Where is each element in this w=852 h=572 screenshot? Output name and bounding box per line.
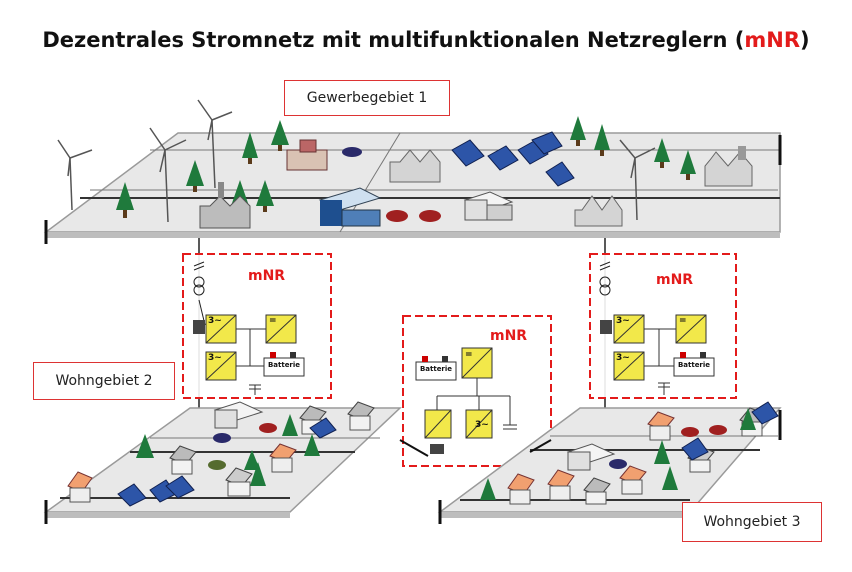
battery-label-right: Batterie: [677, 361, 711, 369]
page-title: Dezentrales Stromnetz mit multifunktiona…: [0, 28, 852, 52]
controller-right: [589, 253, 737, 399]
converter-ac-label: 3~: [616, 353, 630, 363]
wind-turbine-icon: [57, 139, 93, 211]
wind-turbine-icon: [197, 99, 233, 189]
label-residential-area-2: Wohngebiet 2: [33, 362, 175, 400]
cars-area-3: [609, 425, 727, 469]
title-accent: mNR: [744, 28, 801, 52]
mnr-label-center: mNR: [490, 328, 528, 344]
battery-label-center: Batterie: [419, 365, 453, 373]
label-commercial-area: Gewerbegebiet 1: [284, 80, 450, 116]
solar-panels-commercial: [451, 131, 575, 187]
converter-dc-label: =: [465, 350, 473, 360]
converter-dc-label: =: [269, 316, 277, 326]
title-close: ): [800, 28, 810, 52]
converter-ac-label: 3~: [208, 353, 222, 363]
solar-panels-area-2: [117, 417, 337, 507]
converter-dc-label: =: [679, 316, 687, 326]
wind-turbine-icon: [149, 127, 187, 223]
factory-icon: [389, 149, 441, 183]
label-residential-area-3: Wohngebiet 3: [682, 502, 822, 542]
cars-area-2: [208, 423, 277, 470]
trees-area-2: [136, 414, 320, 486]
factory-icon: [574, 195, 623, 227]
trees-area-3: [480, 408, 756, 500]
cars-commercial: [342, 147, 441, 222]
factory-icon: [199, 182, 251, 229]
trees-commercial: [116, 116, 696, 218]
wind-turbine-icon: [619, 139, 656, 221]
houses-area-2: [67, 401, 375, 503]
battery-label-left: Batterie: [267, 361, 301, 369]
solar-panels-area-3: [681, 401, 779, 461]
converter-ac-label: 3~: [616, 316, 630, 326]
controller-center: [402, 315, 552, 467]
mnr-label-right: mNR: [656, 272, 694, 288]
converter-ac-label: 3~: [208, 316, 222, 326]
office-building-icon: [318, 187, 382, 227]
building-icon: [286, 139, 328, 171]
factory-icon: [704, 146, 753, 187]
converter-ac-label: 3~: [475, 420, 489, 430]
title-text: Dezentrales Stromnetz mit multifunktiona…: [42, 28, 745, 52]
controller-left: [182, 253, 332, 399]
commercial-platform: [43, 132, 782, 244]
mnr-label-left: mNR: [248, 268, 286, 284]
charging-station-icon: [463, 191, 514, 221]
